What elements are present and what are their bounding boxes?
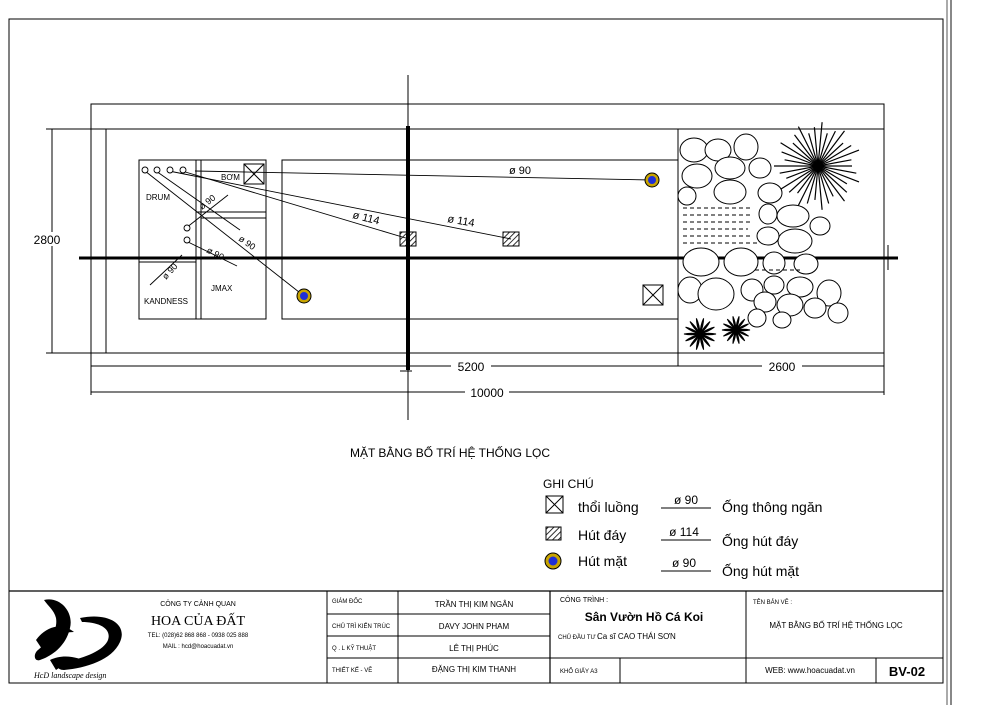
role-name-1: TRẦN THỊ KIM NGÂN: [435, 599, 514, 609]
label-kandness: KANDNESS: [144, 297, 188, 306]
investor-label: CHỦ ĐẦU TƯ :: [558, 634, 599, 641]
legend-pipe-2: ø 114: [669, 525, 699, 539]
paper-size: KHỔ GIẤY A3: [560, 668, 598, 675]
role-name-3: LÊ THỊ PHÚC: [449, 644, 499, 653]
drawing-title: MẶT BẰNG BỐ TRÍ HỆ THỐNG LỌC: [350, 445, 550, 460]
legend-title: GHI CHÚ: [543, 476, 594, 491]
legend-name-1: thổi luồng: [578, 499, 639, 515]
company-name: HOA CỦA ĐẤT: [151, 612, 246, 629]
water-hatch: [683, 207, 800, 271]
legend-name-2: Hút đáy: [578, 527, 626, 543]
company-logo: [34, 599, 122, 670]
bottom-drain-icon: [399, 231, 417, 247]
dim-5200: 5200: [458, 360, 485, 374]
aeration-box-icon: [243, 163, 265, 185]
bottom-drain-icon: [502, 231, 520, 247]
rock-garden: [677, 133, 849, 329]
legend-desc-3: Ống hút mặt: [722, 562, 799, 579]
plan-view: [46, 103, 885, 395]
label-pump: BƠM: [221, 173, 240, 182]
pipe-inlets: [141, 166, 191, 244]
legend-name-3: Hút mặt: [578, 553, 627, 569]
sheet-label: TÊN BẢN VẼ :: [753, 598, 792, 606]
project-name: Sân Vườn Hồ Cá Koi: [585, 610, 704, 624]
cross-box-icon: [545, 495, 564, 514]
sheet-name: MẶT BẰNG BỐ TRÍ HỆ THỐNG LỌC: [769, 620, 903, 630]
role-label-4: THIẾT KẾ - VẼ: [332, 667, 372, 674]
legend: GHI CHÚ thổi luồng ø 90 Ống thông ngăn H…: [543, 476, 822, 579]
pipe-label-114-b: ø 114: [446, 213, 475, 230]
investor-name: Ca sĩ CAO THÁI SƠN: [597, 632, 676, 641]
pipe-lines: [144, 170, 653, 297]
role-label-3: Q . L KỸ THUẬT: [332, 645, 376, 652]
blue-dot-icon: [544, 552, 562, 570]
hatched-square-icon: [545, 526, 562, 541]
shrub-icon: [683, 316, 751, 350]
project-label: CÔNG TRÌNH :: [560, 595, 608, 604]
role-name-4: ĐẶNG THỊ KIM THANH: [432, 665, 516, 674]
role-label-1: GIÁM ĐỐC: [332, 598, 363, 605]
dimension-labels: 2800 5200 2600 10000: [28, 232, 802, 400]
palm-tree-icon: [774, 122, 860, 210]
company-phone: TEL: (028)62 868 868 - 0938 025 888: [148, 633, 249, 639]
legend-desc-1: Ống thông ngăn: [722, 498, 822, 515]
role-label-2: CHỦ TRÌ KIẾN TRÚC: [332, 623, 391, 630]
aeration-box-icon: [642, 284, 664, 306]
title-block: [9, 590, 943, 683]
legend-desc-2: Ống hút đáy: [722, 532, 798, 549]
skimmer-icon: [644, 172, 660, 188]
drawing-border: [8, 18, 944, 684]
label-drum: DRUM: [146, 193, 170, 202]
company-line: CÔNG TY CẢNH QUAN: [160, 599, 236, 608]
logo-caption: HcD landscape design: [33, 671, 106, 680]
role-name-2: DAVY JOHN PHAM: [439, 622, 510, 631]
legend-pipe-1: ø 90: [674, 493, 698, 507]
sheet-code: BV-02: [889, 664, 925, 679]
pipe-label-90-top: ø 90: [509, 165, 531, 177]
label-jmax: JMAX: [211, 284, 233, 293]
company-mail: MAIL : hcd@hoacuadat.vn: [163, 644, 234, 650]
legend-pipe-3: ø 90: [672, 556, 696, 570]
dim-height: 2800: [34, 233, 61, 247]
dim-2600: 2600: [769, 360, 796, 374]
website: WEB: www.hoacuadat.vn: [765, 666, 855, 675]
skimmer-icon: [296, 288, 312, 304]
dim-10000: 10000: [470, 386, 504, 400]
section-axes: [79, 75, 898, 420]
